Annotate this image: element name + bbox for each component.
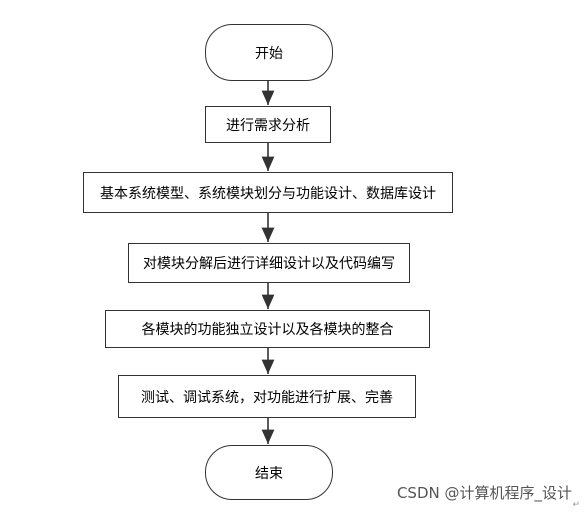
step-system-model-design: 基本系统模型、系统模块划分与功能设计、数据库设计 [83, 172, 453, 213]
step-module-integration: 各模块的功能独立设计以及各模块的整合 [105, 310, 430, 348]
step-label: 基本系统模型、系统模块划分与功能设计、数据库设计 [100, 185, 436, 202]
paragraph-mark: ↵ [572, 500, 580, 510]
step-label: 进行需求分析 [226, 117, 310, 134]
step-label: 对模块分解后进行详细设计以及代码编写 [143, 256, 395, 272]
step-label: 测试、调试系统，对功能进行扩展、完善 [141, 389, 393, 406]
end-node-label: 结束 [255, 465, 283, 482]
step-label: 各模块的功能独立设计以及各模块的整合 [141, 322, 394, 338]
start-node-label: 开始 [255, 45, 283, 62]
start-node: 开始 [205, 24, 333, 81]
step-detailed-design-coding: 对模块分解后进行详细设计以及代码编写 [128, 243, 410, 283]
step-requirements-analysis: 进行需求分析 [205, 106, 331, 143]
end-node: 结束 [205, 445, 333, 500]
csdn-watermark: CSDN @计算机程序_设计 [396, 484, 572, 502]
step-testing-debugging: 测试、调试系统，对功能进行扩展、完善 [118, 375, 416, 418]
